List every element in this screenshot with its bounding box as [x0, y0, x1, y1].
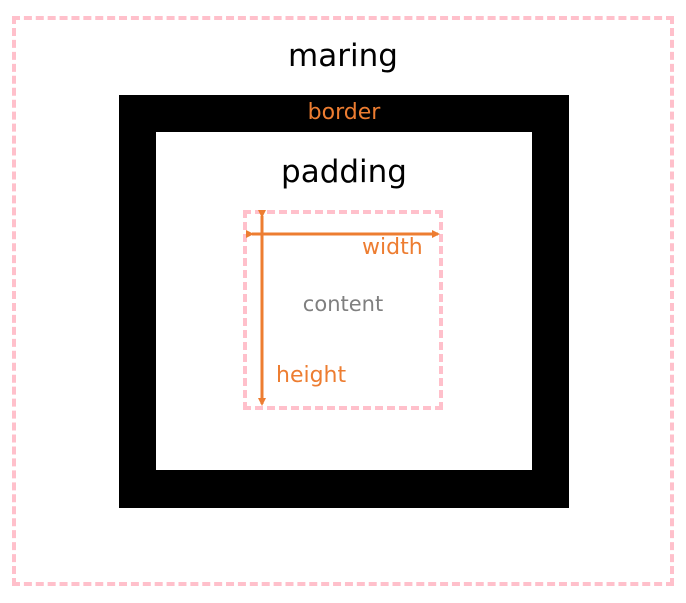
content-label: content: [302, 292, 384, 316]
height-label: height: [276, 363, 347, 388]
border-label: border: [307, 100, 381, 125]
margin-label: maring: [288, 38, 398, 74]
margin-box: [12, 16, 674, 586]
padding-box: [156, 132, 532, 470]
content-box: [243, 210, 443, 410]
padding-label: padding: [281, 154, 407, 190]
width-label: width: [362, 235, 423, 260]
